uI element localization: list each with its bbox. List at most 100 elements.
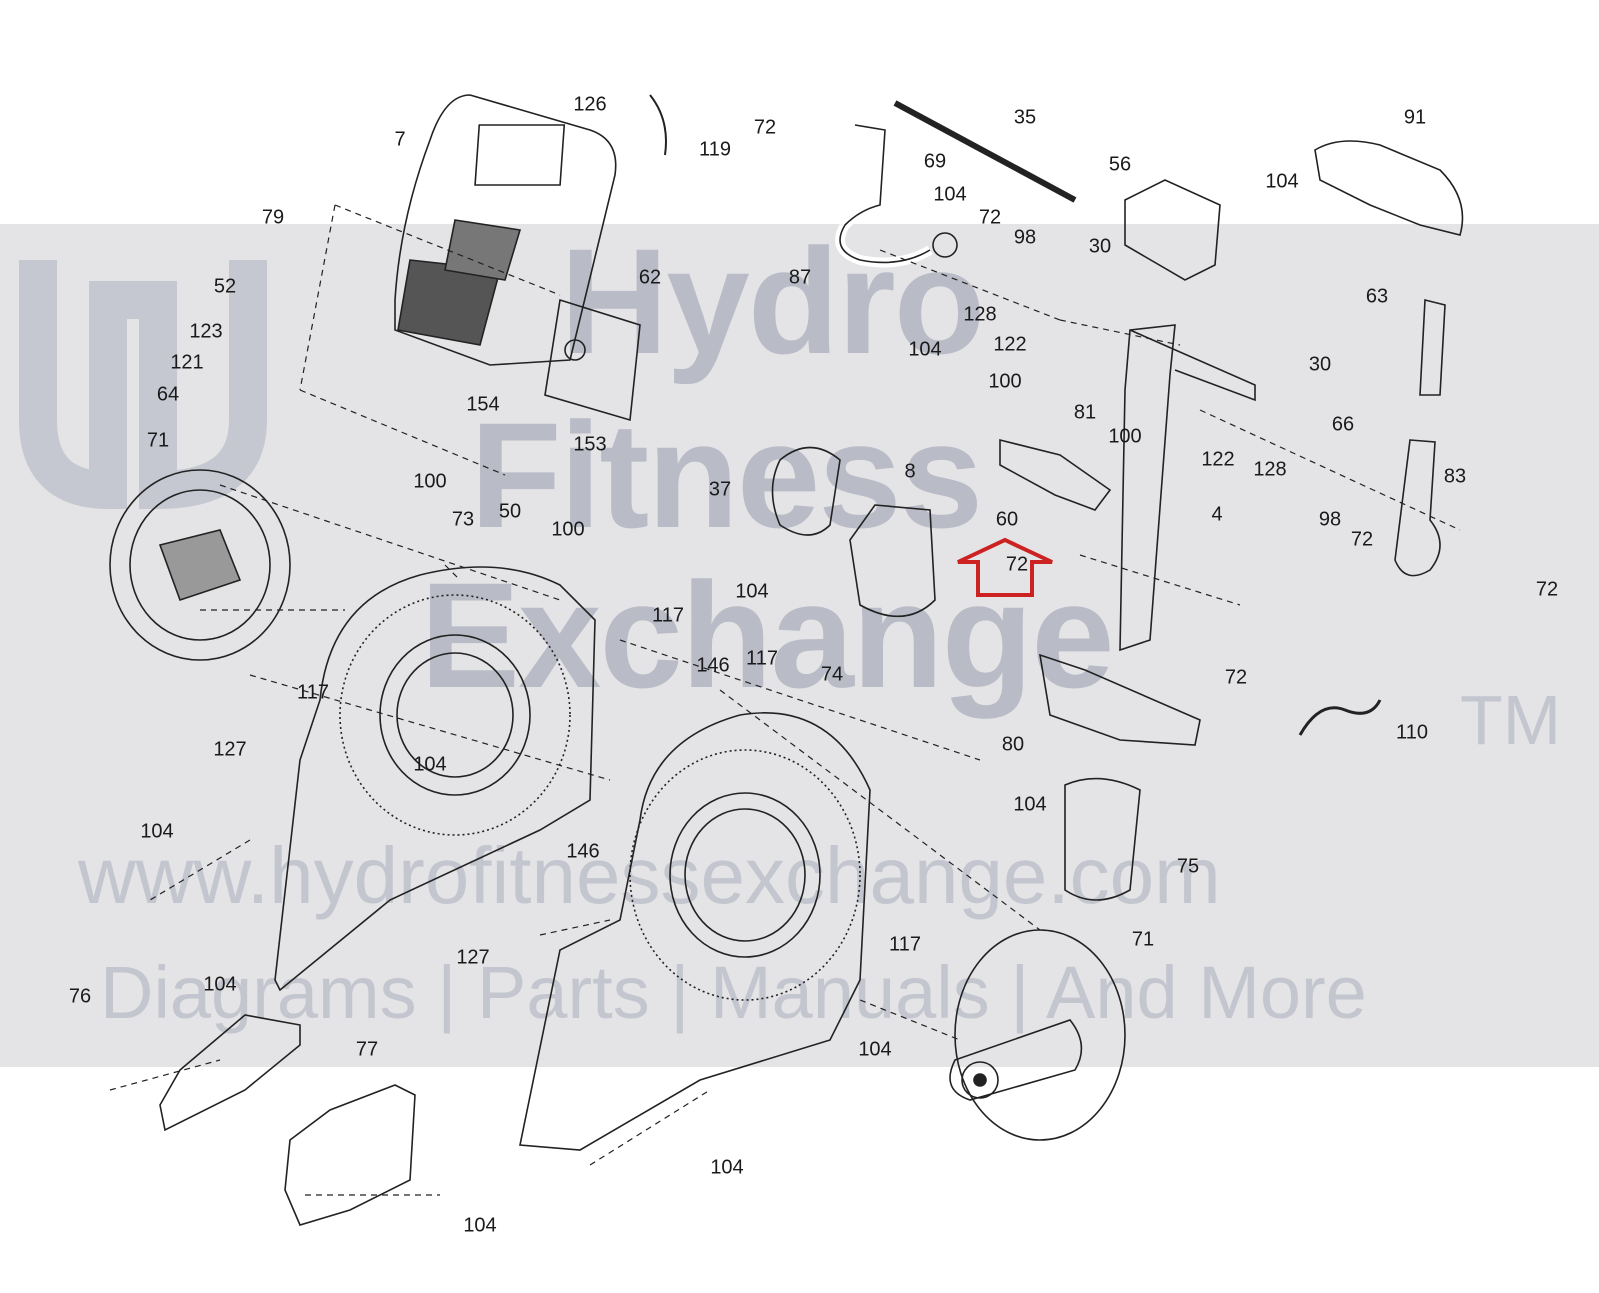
assembly-lines bbox=[109, 204, 1461, 1196]
part-callout-label: 146 bbox=[696, 654, 730, 677]
part-callout-label: 64 bbox=[156, 383, 180, 406]
base-80-part bbox=[1038, 653, 1201, 746]
left-disk-part bbox=[109, 469, 291, 661]
console-part bbox=[394, 94, 617, 366]
part-callout-label: 91 bbox=[1403, 106, 1427, 129]
part-callout-label: 104 bbox=[710, 1156, 744, 1179]
part-callout-label: 100 bbox=[1108, 425, 1142, 448]
part-callout-label: 37 bbox=[708, 478, 732, 501]
right-disk-part bbox=[949, 929, 1126, 1141]
part-callout-label: 69 bbox=[923, 150, 947, 173]
right-handlebar-part bbox=[1419, 298, 1446, 396]
part-callout-label: 30 bbox=[1308, 353, 1332, 376]
part-callout-label: 154 bbox=[466, 393, 500, 416]
part-callout-label: 104 bbox=[908, 338, 942, 361]
part-callout-label: 119 bbox=[699, 138, 731, 161]
part-callout-label: 104 bbox=[735, 580, 769, 603]
part-callout-label: 50 bbox=[498, 500, 522, 523]
cover-76-part bbox=[159, 1014, 301, 1132]
part-callout-label: 104 bbox=[203, 973, 237, 996]
part-callout-label: 60 bbox=[995, 508, 1019, 531]
part-callout-label: 73 bbox=[451, 508, 475, 531]
part-callout-label: 104 bbox=[933, 183, 967, 206]
part-callout-label: 83 bbox=[1443, 465, 1467, 488]
part-callout-label: 128 bbox=[963, 303, 997, 326]
part-callout-label: 87 bbox=[788, 266, 812, 289]
part-callout-label: 110 bbox=[1396, 721, 1428, 744]
shroud-8-part bbox=[849, 504, 936, 618]
sleeve-75-part bbox=[1064, 777, 1141, 901]
part-callout-label: 74 bbox=[820, 663, 844, 686]
watermark-logo-icon bbox=[19, 260, 267, 510]
part-callout-label: 62 bbox=[638, 266, 662, 289]
wire-119-part bbox=[649, 94, 667, 156]
top-cap-part bbox=[1314, 140, 1464, 236]
cover-60-part bbox=[999, 438, 1112, 511]
part-callout-label: 128 bbox=[1253, 458, 1287, 481]
part-callout-label: 117 bbox=[746, 647, 778, 670]
watermark-brand-line1: Hydro bbox=[560, 217, 985, 385]
part-callout-label: 117 bbox=[652, 604, 684, 627]
part-callout-label: 72 bbox=[753, 116, 777, 139]
part-callout-label: 79 bbox=[261, 206, 285, 229]
part-callout-label: 123 bbox=[189, 320, 223, 343]
part-callout-label: 72 bbox=[1224, 666, 1248, 689]
part-callout-label: 100 bbox=[988, 370, 1022, 393]
highlight-arrow-icon bbox=[957, 537, 1053, 597]
part-callout-label: 72 bbox=[1005, 553, 1029, 576]
part-callout-label: 122 bbox=[1201, 448, 1235, 471]
cover-77-part bbox=[284, 1084, 416, 1226]
part-callout-label: 104 bbox=[1013, 793, 1047, 816]
part-callout-label: 104 bbox=[858, 1038, 892, 1061]
part-callout-label: 75 bbox=[1176, 855, 1200, 878]
part-callout-label: 121 bbox=[170, 351, 204, 374]
watermark-trademark: TM bbox=[1460, 681, 1562, 759]
part-callout-label: 77 bbox=[355, 1038, 379, 1061]
watermark-brand-line2: Fitness bbox=[470, 391, 983, 559]
part-callout-label: 66 bbox=[1331, 413, 1355, 436]
part-callout-label: 81 bbox=[1073, 401, 1097, 424]
part-callout-label: 127 bbox=[213, 738, 247, 761]
part-callout-label: 7 bbox=[394, 128, 406, 151]
left-handlebar-part bbox=[835, 120, 933, 268]
watermark-brand-line3: Exchange bbox=[420, 551, 1115, 719]
part-callout-label: 56 bbox=[1108, 153, 1132, 176]
part-callout-label: 153 bbox=[573, 433, 607, 456]
part-callout-label: 104 bbox=[1265, 170, 1299, 193]
part-callout-label: 8 bbox=[904, 460, 916, 483]
part-callout-label: 72 bbox=[1350, 528, 1374, 551]
upright-frame-part bbox=[1119, 324, 1176, 652]
part-callout-label: 71 bbox=[146, 429, 170, 452]
part-callout-label: 127 bbox=[456, 946, 490, 969]
part-callout-label: 80 bbox=[1001, 733, 1025, 756]
part-callout-label: 98 bbox=[1013, 226, 1037, 249]
part-callout-label: 76 bbox=[68, 985, 92, 1008]
part-callout-label: 117 bbox=[889, 933, 921, 956]
wire-110-part bbox=[1298, 699, 1382, 736]
part-callout-label: 146 bbox=[566, 840, 600, 863]
part-callout-label: 100 bbox=[413, 470, 447, 493]
part-callout-label: 104 bbox=[140, 820, 174, 843]
right-shroud-part bbox=[519, 712, 871, 1151]
part-callout-label: 104 bbox=[413, 753, 447, 776]
part-callout-label: 72 bbox=[978, 206, 1002, 229]
watermark-url: www.hydrofitnessexchange.com bbox=[78, 831, 1221, 920]
part-callout-label: 104 bbox=[463, 1214, 497, 1237]
part-callout-label: 52 bbox=[213, 275, 237, 298]
part-callout-label: 63 bbox=[1365, 285, 1389, 308]
shroud-37-part bbox=[771, 446, 841, 536]
left-shroud-part bbox=[274, 566, 596, 992]
part-callout-label: 126 bbox=[573, 93, 607, 116]
part-callout-label: 100 bbox=[551, 518, 585, 541]
rod-part bbox=[893, 100, 1077, 203]
part-callout-label: 30 bbox=[1088, 235, 1112, 258]
part-callout-label: 71 bbox=[1131, 928, 1155, 951]
part-callout-label: 117 bbox=[297, 681, 329, 704]
upper-bracket-part bbox=[1124, 179, 1221, 281]
part-callout-label: 4 bbox=[1211, 503, 1223, 526]
part-callout-label: 98 bbox=[1318, 508, 1342, 531]
console-bracket-part bbox=[544, 298, 641, 422]
part-callout-label: 72 bbox=[1535, 578, 1559, 601]
